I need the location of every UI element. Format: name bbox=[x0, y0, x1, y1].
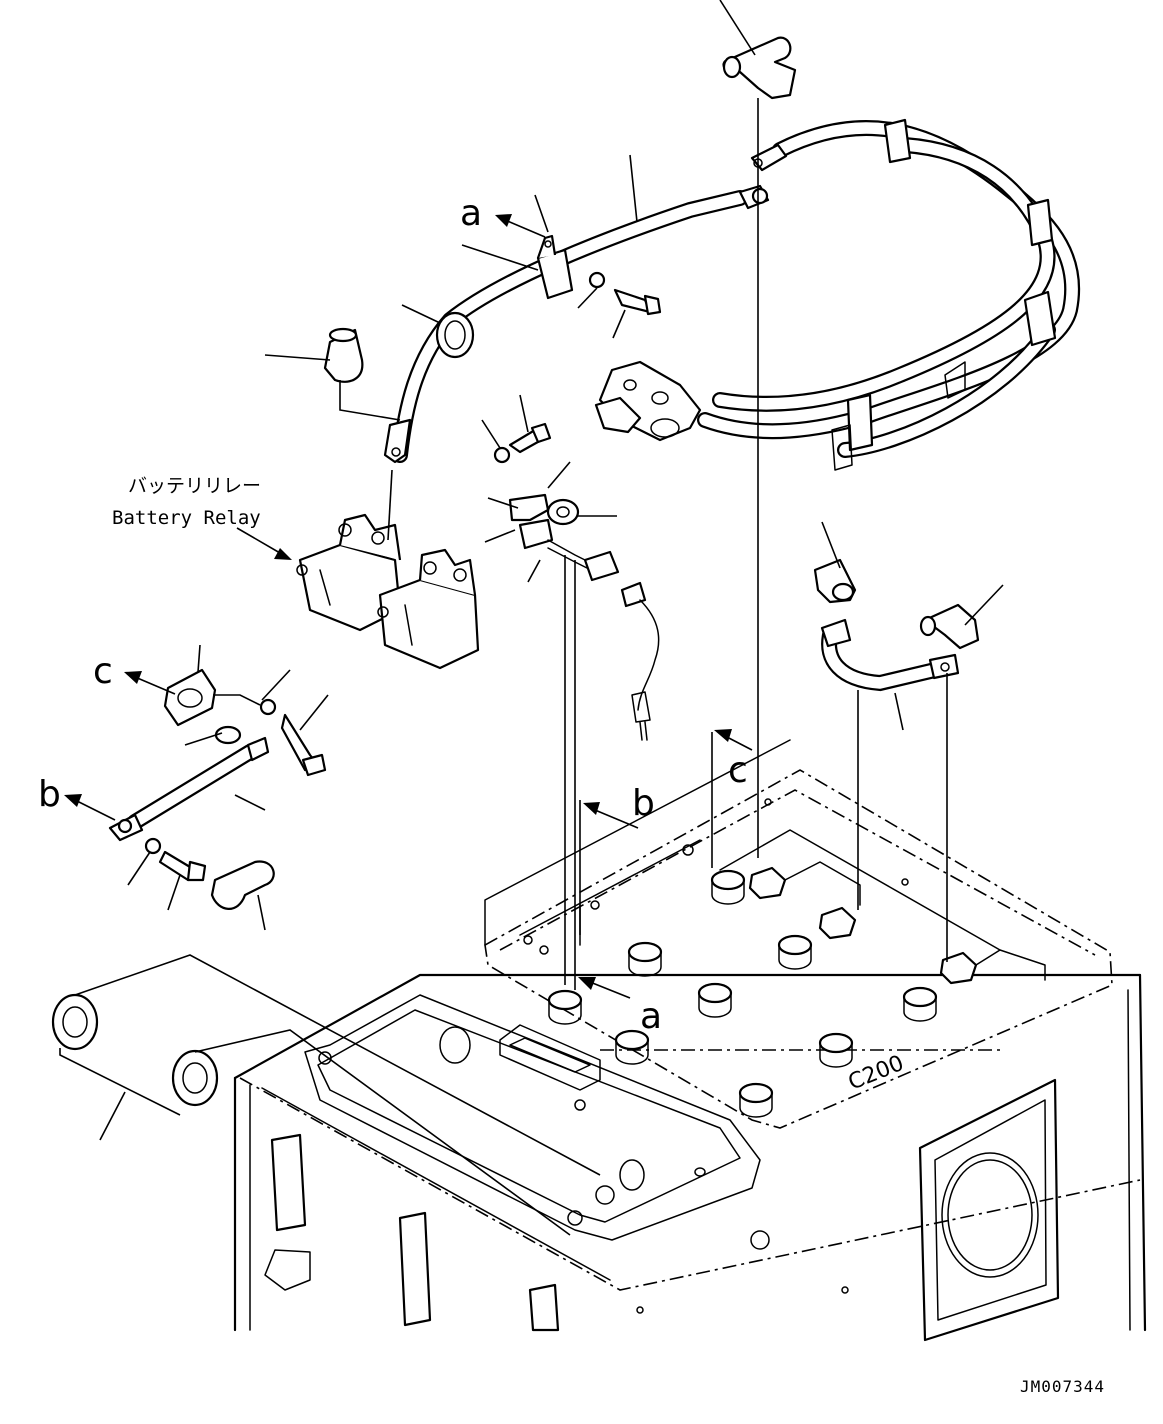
washer-1 bbox=[588, 271, 606, 289]
relay-label-en: Battery Relay bbox=[112, 507, 261, 529]
svg-text:a: a bbox=[460, 193, 482, 234]
ref-arrow-a-upper: a bbox=[460, 193, 546, 238]
drawing-code: JM007344 bbox=[1020, 1377, 1105, 1396]
washer-4 bbox=[144, 837, 162, 855]
sensor-assembly bbox=[508, 493, 660, 741]
bolt-4 bbox=[158, 850, 207, 882]
box-marking: C200 bbox=[845, 1051, 908, 1096]
svg-text:b: b bbox=[632, 783, 655, 824]
grommet-pair bbox=[51, 993, 219, 1107]
svg-text:c: c bbox=[93, 651, 113, 692]
battery-cable-right bbox=[820, 618, 960, 692]
battery-cable-main bbox=[383, 184, 770, 464]
battery-caps bbox=[547, 869, 938, 1118]
harness-loop bbox=[594, 118, 1081, 471]
relay-label-jp: バッテリリレー bbox=[128, 475, 261, 497]
boot-elbow-2 bbox=[210, 860, 275, 910]
boot-elbow-1 bbox=[323, 327, 364, 383]
battery-terminals bbox=[748, 861, 1046, 985]
ref-arrow-c-left: c bbox=[93, 651, 176, 695]
bolt-3 bbox=[280, 713, 327, 777]
ref-arrow-c-right: c bbox=[711, 729, 753, 868]
svg-text:a: a bbox=[640, 996, 662, 1037]
mounting-plate bbox=[163, 668, 217, 727]
terminal-cap-right-2 bbox=[919, 603, 980, 650]
relay-arrow-line bbox=[236, 527, 281, 554]
ref-arrow-a-lower: a bbox=[578, 977, 662, 1037]
svg-text:c: c bbox=[728, 750, 748, 791]
terminal-cap-right bbox=[813, 558, 857, 604]
grommet-ring-small bbox=[214, 725, 242, 745]
ref-arrow-b-left: b bbox=[38, 774, 116, 821]
battery-relay bbox=[296, 513, 480, 670]
ref-arrow-b-right: b bbox=[579, 783, 655, 935]
washer-3 bbox=[259, 698, 277, 716]
bolt-2 bbox=[508, 422, 552, 454]
svg-text:b: b bbox=[38, 774, 61, 815]
terminal-cap-top bbox=[719, 0, 797, 100]
ground-cable bbox=[108, 736, 270, 842]
battery-box bbox=[233, 739, 1147, 1342]
bolt-1 bbox=[613, 288, 662, 316]
washer-2 bbox=[493, 446, 511, 464]
